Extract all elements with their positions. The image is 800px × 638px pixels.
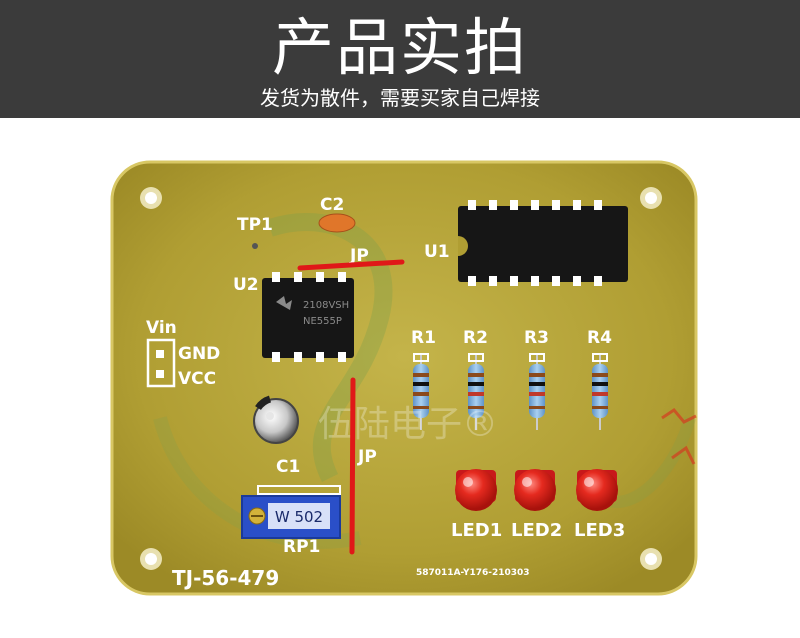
resistor-r3 (529, 353, 545, 430)
banner-subtitle: 发货为散件，需要买家自己焊接 (260, 86, 540, 110)
label-r4: R4 (587, 328, 612, 348)
led-3 (576, 469, 618, 511)
label-led1: LED1 (451, 520, 502, 541)
label-r2: R2 (463, 328, 488, 348)
potentiometer-rp1: W 502 (241, 485, 341, 539)
resistor-r2 (468, 353, 484, 430)
label-c1: C1 (276, 457, 300, 477)
resistor-r4 (592, 353, 608, 430)
capacitor-c2 (318, 213, 356, 233)
pot-marking: W 502 (275, 508, 323, 526)
resistor-r1 (413, 353, 429, 430)
leds (455, 469, 618, 511)
label-vcc: VCC (178, 369, 216, 389)
header-banner: 产品实拍 发货为散件，需要买家自己焊接 (0, 0, 800, 118)
label-u1: U1 (424, 242, 450, 262)
led-2 (514, 469, 556, 511)
board-model: TJ-56-479 (172, 566, 279, 590)
label-led3: LED3 (574, 520, 625, 541)
mounting-holes (140, 187, 662, 570)
label-vin: Vin (146, 318, 177, 338)
label-led2: LED2 (511, 520, 562, 541)
jumper-wire-bottom (349, 377, 356, 555)
resistors: R1 R2 R3 R4 (411, 328, 612, 430)
pcb-illustration: TP1 C2 U1 JP U2 2108VSH NE555P Vin GND V… (110, 160, 698, 596)
label-gnd: GND (178, 344, 220, 364)
label-jp-bottom: JP (357, 447, 377, 467)
jumper-wire-top (297, 259, 405, 271)
product-photo: TP1 C2 U1 JP U2 2108VSH NE555P Vin GND V… (0, 118, 800, 634)
label-tp1: TP1 (237, 215, 273, 235)
label-r3: R3 (524, 328, 549, 348)
power-connector (146, 338, 176, 388)
chip-u2: 2108VSH NE555P (262, 272, 354, 362)
led-1 (455, 469, 497, 511)
board-code: 587011A-Y176-210303 (416, 568, 530, 578)
capacitor-c1 (253, 395, 299, 444)
u2-marking-line2: NE555P (303, 316, 342, 327)
watermark: 伍陆电子® (318, 404, 498, 445)
chip-u1 (458, 200, 628, 286)
label-c2: C2 (320, 195, 344, 215)
label-rp1: RP1 (283, 537, 320, 557)
banner-title: 产品实拍 (271, 11, 528, 84)
label-jp-top: JP (349, 246, 369, 266)
label-r1: R1 (411, 328, 436, 348)
label-u2: U2 (233, 275, 259, 295)
u2-marking-line1: 2108VSH (303, 300, 349, 311)
